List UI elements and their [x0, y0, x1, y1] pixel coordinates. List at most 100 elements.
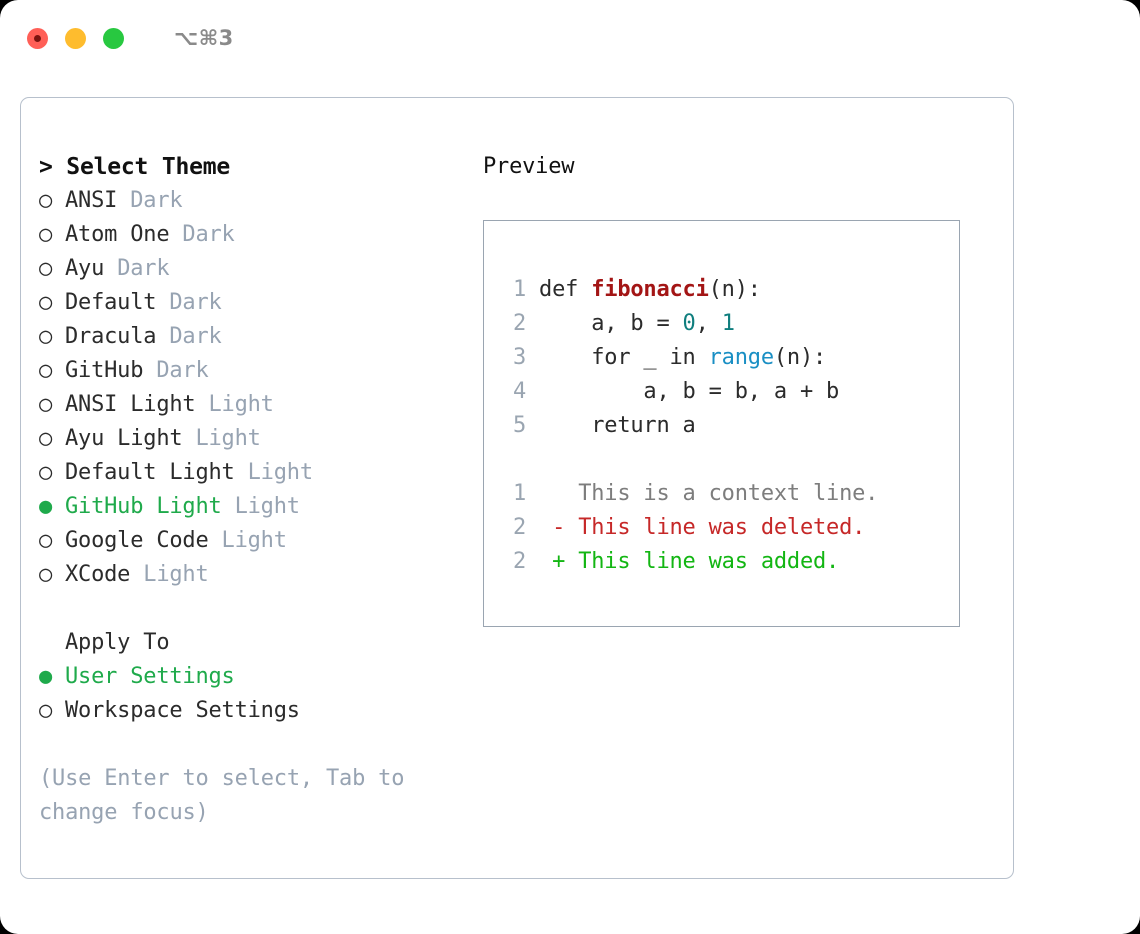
- theme-option-atom-one[interactable]: ○ Atom One Dark: [39, 218, 483, 252]
- diff-line-add: 2 + This line was added.: [502, 545, 959, 579]
- code-token-plain: a, b = b, a + b: [539, 379, 840, 404]
- theme-option-kind-badge: Light: [247, 460, 313, 485]
- keyboard-hint-text: (Use Enter to select, Tab to change focu…: [39, 766, 405, 825]
- diff-text: This line was deleted.: [578, 515, 866, 540]
- keyboard-shortcut-label: ⌥⌘3: [174, 26, 234, 50]
- radio-unselected-icon: ○: [39, 188, 53, 213]
- radio-unselected-icon: ○: [39, 324, 53, 349]
- theme-option-ayu-light[interactable]: ○ Ayu Light Light: [39, 422, 483, 456]
- diff-text: This line was added.: [578, 549, 840, 574]
- section-spacer: [39, 592, 483, 626]
- apply-option-name: Workspace Settings: [65, 698, 300, 723]
- code-line: 2 a, b = 0, 1: [502, 307, 959, 341]
- radio-unselected-icon: ○: [39, 392, 53, 417]
- theme-option-kind-badge: Dark: [130, 188, 183, 213]
- theme-option-name: Ayu Light: [65, 426, 183, 451]
- theme-option-name: Default Light: [65, 460, 235, 485]
- preview-title: Preview: [483, 154, 575, 179]
- theme-option-kind-badge: Dark: [169, 324, 222, 349]
- title-bar: ⌥⌘3: [0, 0, 1140, 76]
- theme-option-default[interactable]: ○Default Dark: [39, 286, 483, 320]
- radio-unselected-icon: ○: [39, 698, 53, 723]
- line-number: 3: [512, 345, 526, 370]
- theme-option-ayu[interactable]: ○ Ayu Dark: [39, 252, 483, 286]
- code-token-call: range: [708, 345, 774, 370]
- theme-selector-dialog: > Select Theme ○ANSI Dark○Atom One Dark○…: [20, 97, 1014, 879]
- theme-list-panel: > Select Theme ○ANSI Dark○Atom One Dark○…: [21, 98, 483, 878]
- line-number: 4: [512, 379, 526, 404]
- theme-option-github[interactable]: ○GitHub Dark: [39, 354, 483, 388]
- code-token-plain: a, b =: [539, 311, 683, 336]
- theme-option-kind-badge: Dark: [169, 290, 222, 315]
- radio-unselected-icon: ○: [39, 222, 53, 247]
- theme-option-kind-badge: Light: [221, 528, 287, 553]
- theme-option-kind-badge: Light: [143, 562, 209, 587]
- theme-option-default-light[interactable]: ○ Default Light Light: [39, 456, 483, 490]
- theme-option-kind-badge: Light: [208, 392, 274, 417]
- maximize-window-icon[interactable]: [103, 27, 124, 49]
- apply-to-header: Apply To: [65, 630, 170, 655]
- code-token-plain: (n):: [708, 277, 761, 302]
- theme-option-list: ○ANSI Dark○Atom One Dark○Ayu Dark○Defaul…: [39, 184, 483, 592]
- apply-to-option-list: ● User Settings ○ Workspace Settings: [39, 660, 483, 728]
- radio-unselected-icon: ○: [39, 426, 53, 451]
- close-window-icon[interactable]: [27, 27, 48, 49]
- code-line: 3 for _ in range(n):: [502, 341, 959, 375]
- theme-option-name: ANSI: [65, 188, 118, 213]
- code-line: 4 a, b = b, a + b: [502, 375, 959, 409]
- diff-line-ctx: 1 This is a context line.: [502, 477, 959, 511]
- code-token-plain: return a: [539, 413, 696, 438]
- radio-unselected-icon: ○: [39, 358, 53, 383]
- theme-option-kind-badge: Dark: [156, 358, 209, 383]
- line-number: 2: [512, 549, 526, 574]
- code-blank-line: [502, 443, 959, 477]
- theme-option-ansi-light[interactable]: ○ ANSI Light Light: [39, 388, 483, 422]
- theme-option-name: XCode: [65, 562, 131, 587]
- radio-unselected-icon: ○: [39, 290, 53, 315]
- line-number: 2: [512, 311, 526, 336]
- theme-option-xcode[interactable]: ○ XCode Light: [39, 558, 483, 592]
- line-number: 1: [512, 277, 526, 302]
- radio-unselected-icon: ○: [39, 562, 53, 587]
- diff-text: This is a context line.: [578, 481, 879, 506]
- theme-option-name: Atom One: [65, 222, 170, 247]
- apply-option-name: User Settings: [65, 664, 235, 689]
- theme-option-github-light[interactable]: ● GitHub Light Light: [39, 490, 483, 524]
- code-token-plain: for _ in: [539, 345, 709, 370]
- theme-option-ansi[interactable]: ○ ANSI Dark: [39, 184, 483, 218]
- theme-option-google-code[interactable]: ○ Google Code Light: [39, 524, 483, 558]
- radio-selected-icon: ●: [39, 664, 53, 689]
- code-token-fn: fibonacci: [591, 277, 709, 302]
- theme-option-kind-badge: Dark: [117, 256, 170, 281]
- code-token-num: 0: [682, 311, 696, 336]
- code-token-plain: ,: [695, 311, 722, 336]
- apply-option-workspace-settings[interactable]: ○ Workspace Settings: [39, 694, 483, 728]
- diff-marker: -: [552, 515, 579, 540]
- select-theme-header-label: Select Theme: [66, 154, 231, 180]
- header-caret: >: [39, 154, 67, 180]
- theme-option-name: Google Code: [65, 528, 209, 553]
- radio-unselected-icon: ○: [39, 256, 53, 281]
- theme-option-kind-badge: Dark: [182, 222, 235, 247]
- theme-option-name: ANSI Light: [65, 392, 196, 417]
- minimize-window-icon[interactable]: [65, 27, 86, 49]
- theme-option-kind-badge: Light: [234, 494, 300, 519]
- diff-marker: [552, 481, 578, 506]
- radio-selected-icon: ●: [39, 494, 53, 519]
- radio-unselected-icon: ○: [39, 528, 53, 553]
- theme-option-dracula[interactable]: ○Dracula Dark: [39, 320, 483, 354]
- code-line: 5 return a: [502, 409, 959, 443]
- preview-panel: Preview 1 def fibonacci(n):2 a, b = 0, 1…: [483, 98, 1013, 878]
- code-token-plain: (n):: [773, 345, 827, 370]
- theme-option-name: Ayu: [65, 256, 105, 281]
- traffic-light-group: [27, 27, 124, 49]
- theme-option-kind-badge: Light: [195, 426, 261, 451]
- diff-line-del: 2 - This line was deleted.: [502, 511, 959, 545]
- theme-option-name: GitHub Light: [65, 494, 222, 519]
- radio-unselected-icon: ○: [39, 460, 53, 485]
- code-line: 1 def fibonacci(n):: [502, 273, 959, 307]
- apply-option-user-settings[interactable]: ● User Settings: [39, 660, 483, 694]
- code-token-plain: def: [539, 277, 592, 302]
